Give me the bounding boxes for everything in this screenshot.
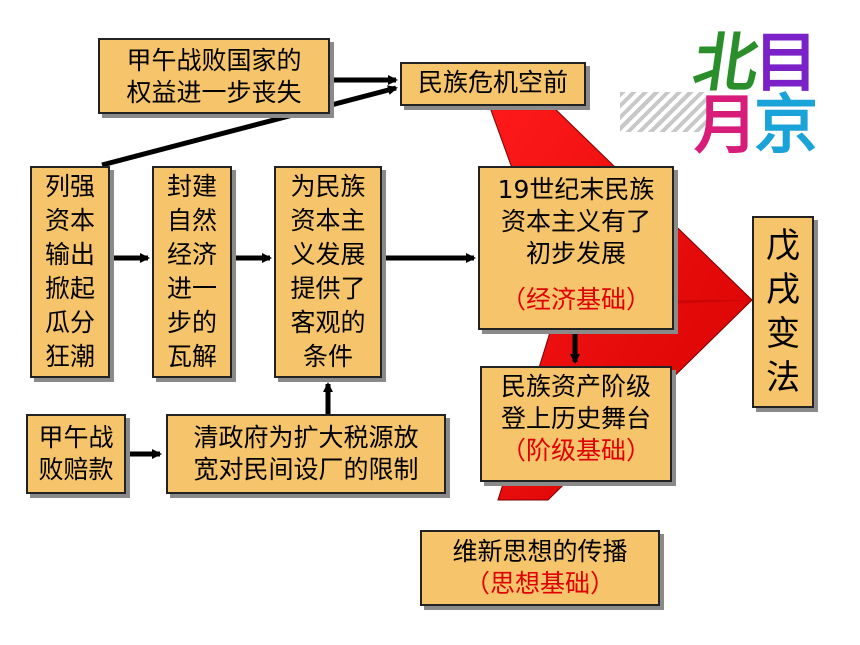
- class-basis-tag: （阶级基础）: [500, 436, 651, 465]
- economic-basis-tag: （经济基础）: [500, 285, 651, 314]
- box-feudal-economy: 封建 自然 经济 进一 步的 瓦解: [152, 166, 232, 378]
- box-qing-policy: 清政府为扩大税源放 宽对民间设厂的限制: [166, 414, 446, 494]
- development-title: 19世纪末民族 资本主义有了 初步发展: [497, 175, 655, 268]
- box-capitalism-development: 19世纪末民族 资本主义有了 初步发展 （经济基础）: [478, 166, 674, 330]
- ideas-title: 维新思想的传播: [452, 537, 628, 566]
- box-national-crisis: 民族危机空前: [400, 62, 586, 106]
- class-title: 民族资产阶级 登上历史舞台: [500, 372, 651, 433]
- logo: 北 目 月 京: [614, 22, 824, 162]
- logo-char-2: 目: [754, 27, 818, 101]
- box-war-loss: 甲午战败国家的 权益进一步丧失: [98, 38, 330, 114]
- ideas-basis-tag: （思想基础）: [464, 569, 615, 598]
- logo-stripes: [620, 92, 708, 132]
- box-war-indemnity: 甲午战 败赔款: [26, 414, 126, 494]
- box-wuxu-reform: 戊 戌 变 法: [752, 216, 814, 408]
- box-objective-conditions: 为民族 资本主 义发展 提供了 客观的 条件: [274, 166, 382, 378]
- logo-char-4: 京: [754, 89, 818, 163]
- arrow-capital-to-crisis: [101, 85, 398, 168]
- box-foreign-capital: 列强 资本 输出 掀起 瓜分 狂潮: [30, 166, 110, 378]
- box-bourgeoisie: 民族资产阶级 登上历史舞台 （阶级基础）: [480, 366, 672, 482]
- logo-char-3: 月: [694, 89, 758, 163]
- box-reform-ideas: 维新思想的传播 （思想基础）: [420, 530, 660, 606]
- logo-char-1: 北: [688, 27, 764, 101]
